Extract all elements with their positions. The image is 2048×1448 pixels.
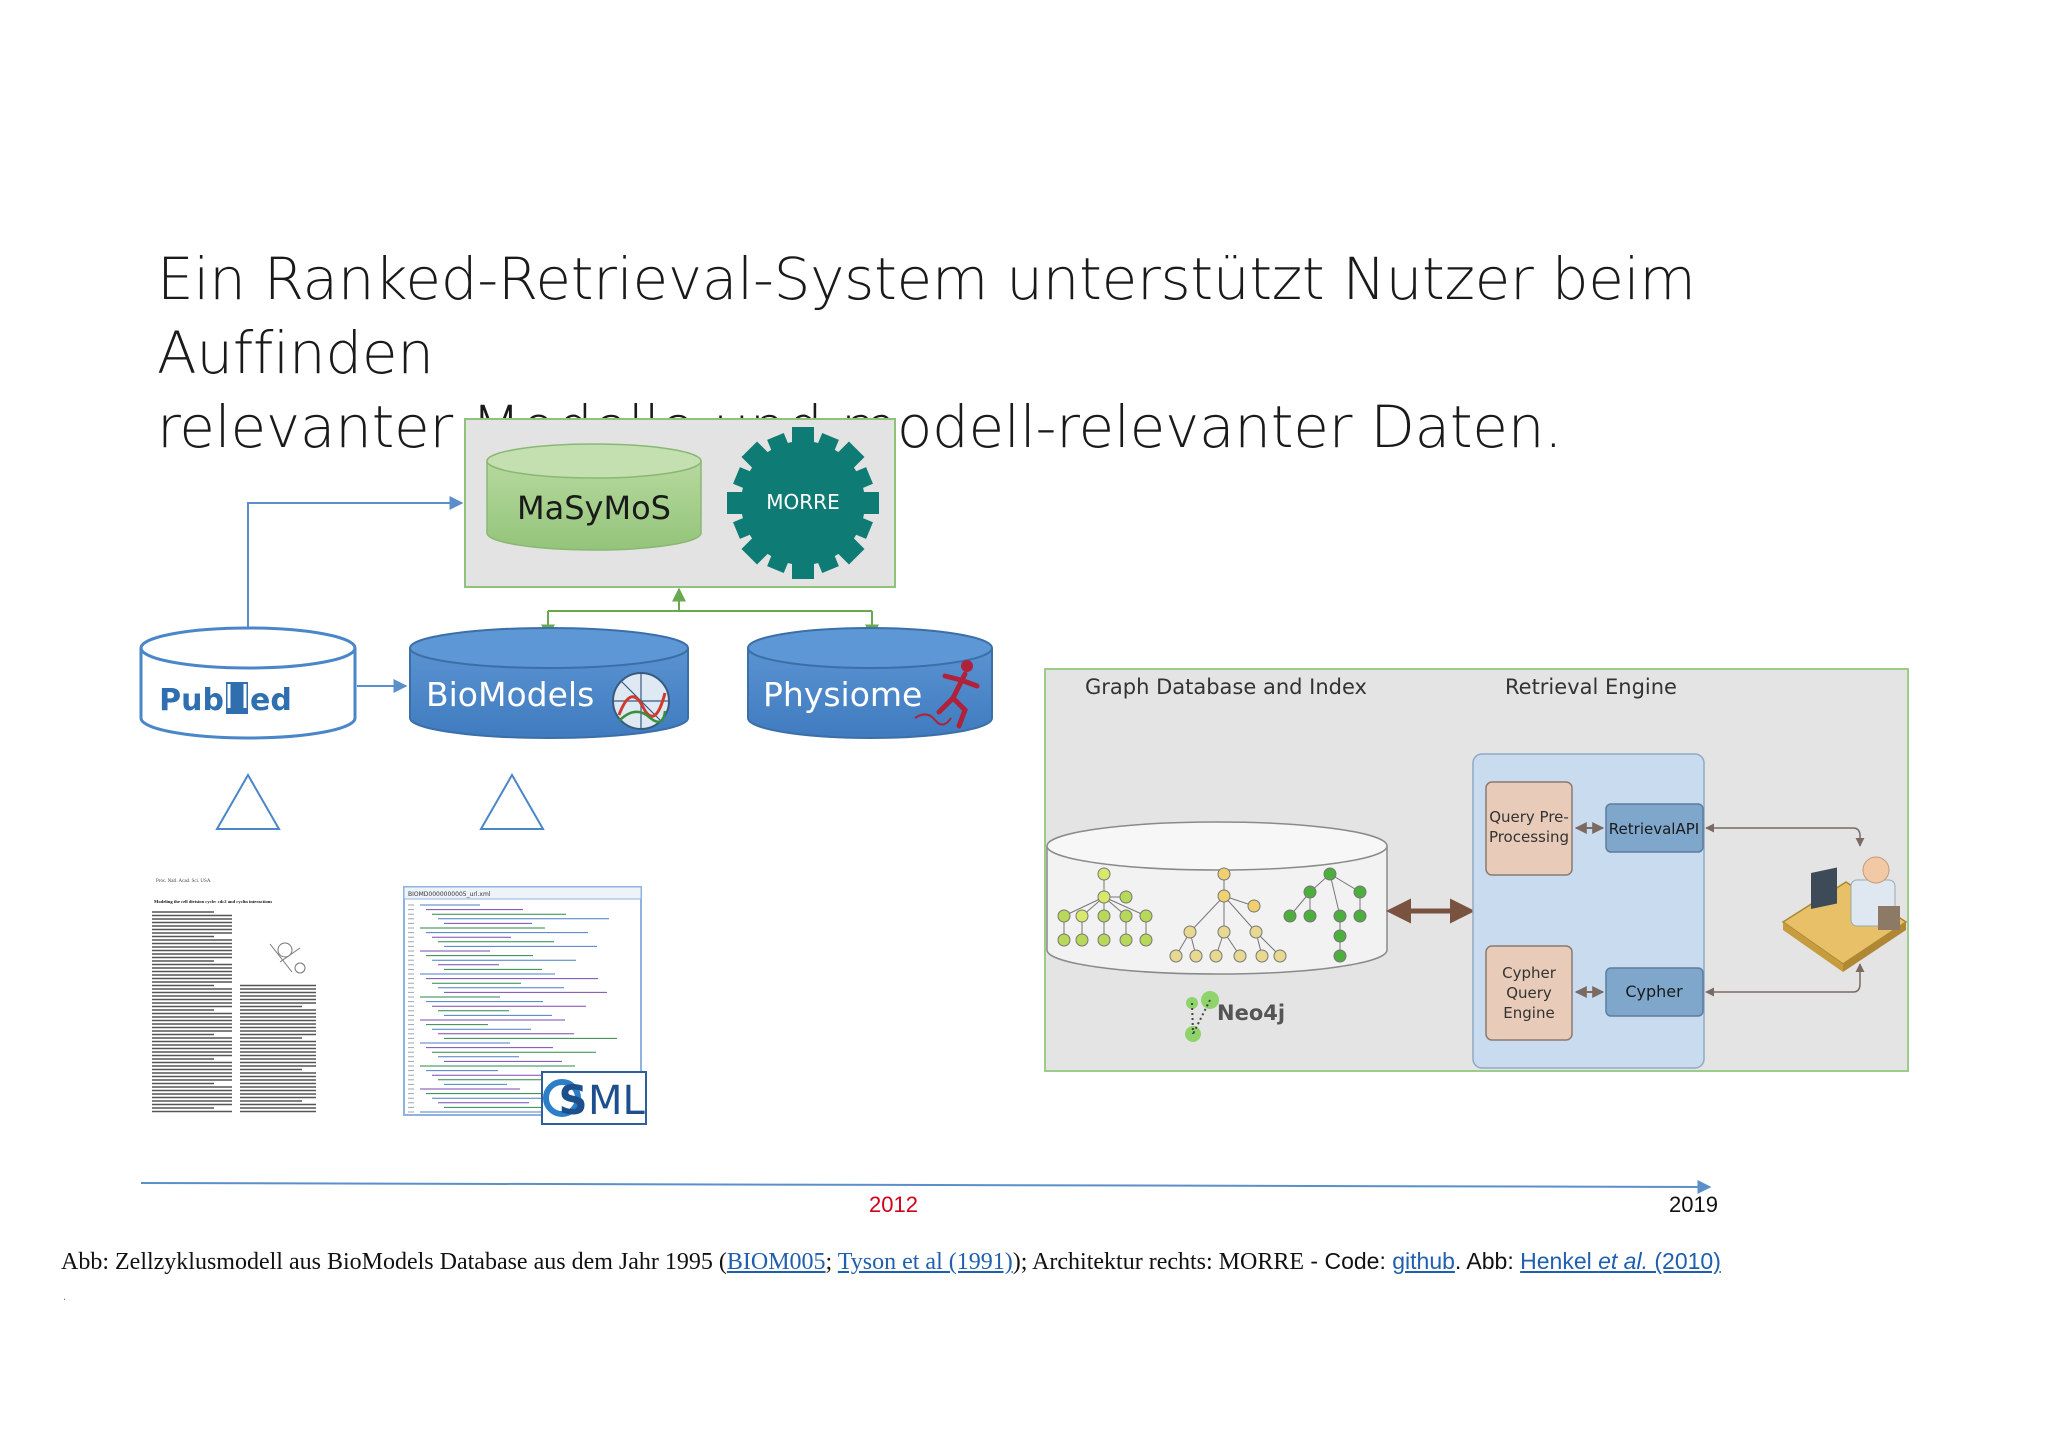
caption-sep: ; — [825, 1249, 838, 1275]
caption-middle: ); Architektur rechts: MORRE — [1012, 1249, 1305, 1275]
masymos-database: MaSyMoS — [486, 443, 702, 551]
graph-node — [1233, 949, 1247, 963]
graph-node — [1217, 867, 1231, 881]
graph-node — [1057, 933, 1071, 947]
graph-node — [1097, 890, 1111, 904]
physiome-database: Physiome — [747, 627, 993, 739]
retrieval-api-label: RetrievalAPI — [1609, 820, 1699, 838]
pubmed-label-left: Pub — [159, 683, 224, 718]
pubmed-database: Pub ed — [139, 626, 357, 740]
graph-node — [1097, 909, 1111, 923]
graph-node — [1283, 909, 1297, 923]
graph-node — [1333, 949, 1347, 963]
pubmed-to-masymos-arrow — [247, 496, 464, 644]
slide-title: Ein Ranked-Retrieval-System unterstützt … — [157, 242, 1977, 464]
graph-node — [1303, 909, 1317, 923]
graph-node — [1247, 899, 1261, 913]
biomodels-label: BioModels — [426, 675, 594, 714]
biomodels-database: BioModels — [409, 627, 689, 739]
graph-node — [1209, 949, 1223, 963]
user-at-desk-icon — [1781, 856, 1908, 972]
cypher-label: Cypher — [1625, 982, 1683, 1001]
physiome-runner-icon — [914, 660, 980, 729]
graph-node — [1119, 909, 1133, 923]
graph-node — [1075, 909, 1089, 923]
pubmed-m-logo-icon — [226, 676, 248, 714]
paper-thumbnail: Proc. Natl. Acad. Sci. USA Modeling the … — [150, 868, 320, 1118]
graph-node — [1139, 909, 1153, 923]
caption-abb: . Abb: — [1454, 1248, 1521, 1274]
title-line-1: Ein Ranked-Retrieval-System unterstützt … — [157, 245, 1696, 387]
retrieval-api-box — [1605, 803, 1704, 853]
graph-node — [1139, 933, 1153, 947]
morre-gear-icon — [727, 427, 879, 579]
graph-node — [1119, 933, 1133, 947]
graph-node — [1057, 909, 1071, 923]
graph-node — [1169, 949, 1183, 963]
biomodels-triangle-marker — [479, 772, 545, 830]
sbml-label: ML — [588, 1078, 646, 1124]
sbml-prefix: S — [559, 1078, 588, 1124]
paper-title: Modeling the cell division cycle: cdc2 a… — [154, 899, 272, 904]
cypher-query-engine-box — [1485, 945, 1573, 1041]
svg-text:Proc. Natl. Acad. Sci. USA: Proc. Natl. Acad. Sci. USA — [156, 879, 211, 884]
pubmed-label-right: ed — [250, 683, 292, 718]
graph-node — [1189, 949, 1203, 963]
timeline-year-2012: 2012 — [869, 1192, 918, 1217]
graph-node — [1353, 885, 1367, 899]
retrieval-engine-title: Retrieval Engine — [1505, 675, 1677, 699]
architecture-panel: Graph Database and Index Retrieval Engin… — [1044, 668, 1909, 1072]
graph-node — [1303, 885, 1317, 899]
graph-node — [1075, 933, 1089, 947]
paper-text-lines — [152, 911, 316, 1113]
graph-edge — [1063, 896, 1105, 917]
cypher-user-arrow — [1705, 963, 1865, 997]
graph-node — [1333, 929, 1347, 943]
graph-edge — [1329, 873, 1341, 917]
graph-node — [1249, 925, 1263, 939]
masymos-label: MaSyMoS — [517, 489, 671, 527]
graph-node — [1323, 867, 1337, 881]
graph-tree-nodes — [1057, 867, 1367, 963]
pubmed-triangle-marker — [215, 772, 281, 830]
sbml-s-logo-icon — [543, 1079, 581, 1117]
physiome-label: Physiome — [763, 675, 922, 714]
henkel-link[interactable]: Henkel et al. (2010) — [1520, 1248, 1721, 1274]
graph-node — [1097, 933, 1111, 947]
tyson-link[interactable]: Tyson et al (1991) — [837, 1249, 1013, 1275]
graph-db-title: Graph Database and Index — [1085, 675, 1367, 699]
neo4j-label: Neo4j — [1217, 1001, 1285, 1025]
graph-node — [1183, 925, 1197, 939]
graph-node — [1217, 925, 1231, 939]
caption-prefix: Abb: Zellzyklusmodell aus BioModels Data… — [61, 1249, 727, 1275]
graph-edge — [1223, 895, 1257, 933]
api-user-arrow — [1705, 823, 1865, 847]
xml-file-name: BIOMD0000000005_url.xml — [408, 891, 491, 898]
query-preprocessing-label: Query Pre-Processing — [1489, 808, 1569, 846]
caption-code: - Code: — [1304, 1248, 1393, 1274]
graph-node — [1097, 867, 1111, 881]
graph-node — [1217, 889, 1231, 903]
graph-node — [1119, 890, 1133, 904]
timeline-arrow — [140, 1179, 1712, 1194]
biomodels-logo-icon — [612, 672, 670, 730]
graph-node — [1333, 909, 1347, 923]
neo4j-logo-icon — [1185, 991, 1219, 1042]
page-footer-dot: . — [63, 1292, 67, 1303]
biom005-link[interactable]: BIOM005 — [726, 1249, 826, 1275]
query-preprocessing-box — [1485, 781, 1573, 876]
graph-node — [1255, 949, 1269, 963]
graph-edge — [1103, 896, 1147, 917]
figure-caption: Abb: Zellzyklusmodell aus BioModels Data… — [61, 1248, 2021, 1276]
graph-edge — [1189, 895, 1225, 933]
graph-node — [1273, 949, 1287, 963]
morre-label: MORRE — [766, 490, 839, 514]
sbml-logo: S ML — [541, 1071, 647, 1125]
timeline-year-2019: 2019 — [1669, 1192, 1718, 1217]
graph-node — [1353, 909, 1367, 923]
cypher-box — [1605, 967, 1704, 1017]
github-link[interactable]: github — [1392, 1248, 1455, 1274]
